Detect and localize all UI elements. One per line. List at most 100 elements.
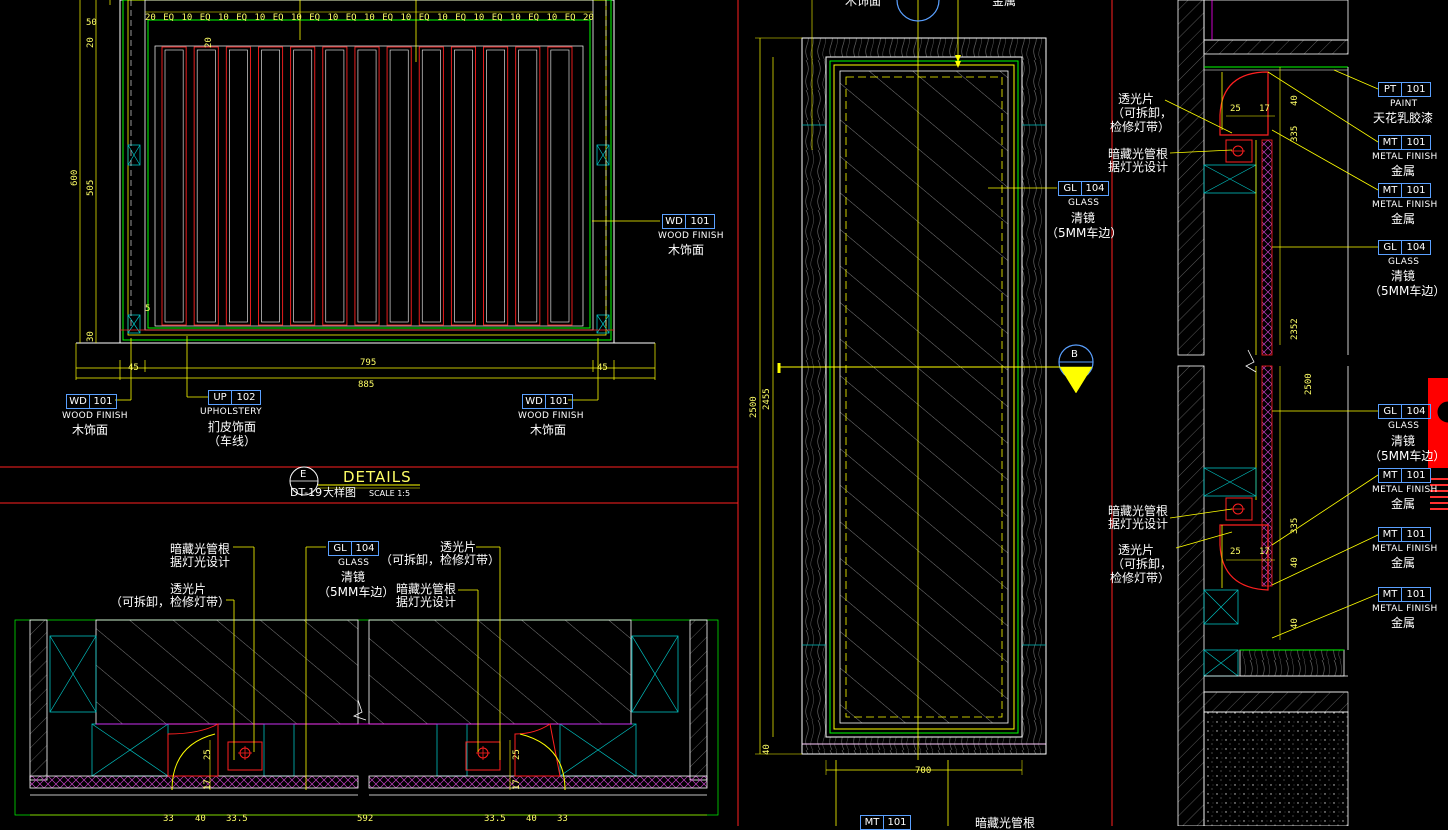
tag-gl-r2-code: GL [1378,404,1402,419]
rs-note-light-1: 暗藏光管根 [1108,147,1169,161]
dim-600: 600 [70,169,80,186]
tag-mt-r5-num: 101 [1401,587,1431,602]
tag-wd-right-code: WD [522,394,546,409]
tag-mt-r2-cn: 金属 [1391,212,1416,226]
red-title-block-fragment [1428,378,1448,510]
upholstery-slat [483,46,509,326]
tag-mt-r2-num: 101 [1401,183,1431,198]
top-dim-label: 10 [400,13,412,23]
top-dim-label: 20 [145,13,156,23]
rs-dim-17b: 17 [1259,547,1270,557]
note-light-tube-1b: 暗藏光管根 [396,582,457,596]
top-dim-label: EQ [382,13,394,23]
section-marker-letter: E [300,469,307,480]
tag-wd-left-num: 101 [89,394,117,409]
top-dim-label: EQ [418,13,430,23]
section-name-cn: 大样图 [323,486,356,499]
upholstery-slat [161,46,187,326]
upholstery-slats [161,46,573,326]
top-dim-label: 10 [364,13,375,23]
right-vertical-section [1177,0,1349,826]
bottom-left-plan-section [14,619,719,816]
bp-dim-40b: 40 [526,814,537,824]
tag-gl-r2-cn: 清镜 [1391,434,1416,448]
tag-mt-r5-cn: 金属 [1391,616,1416,630]
bp-dim-33b: 33 [557,814,568,824]
tag-mt-r5-code: MT [1378,587,1402,602]
tag-mt-r4-code: MT [1378,527,1402,542]
rs-dim-25a: 25 [1230,104,1241,114]
upholstery-slat-inner [518,49,538,323]
top-dim-label: EQ [491,13,503,23]
top-arrows [955,55,961,68]
tag-pt-cn: 天花乳胶漆 [1373,111,1434,125]
top-dim-label: EQ [455,13,467,23]
tag-wd-side-num: 101 [685,214,715,229]
tag-mt-r1-cn: 金属 [1391,164,1416,178]
bp-dim-17a: 17 [203,779,213,790]
note-bottom-cut: 暗藏光管根 [975,816,1036,830]
top-dim-label: 10 [291,13,302,23]
dim-20a: 20 [86,37,96,48]
tag-mt-r5-en: METAL FINISH [1372,604,1438,614]
ce-dim-40: 40 [762,744,772,755]
upholstery-slat-inner [325,49,345,323]
note-diffuser-1b: 透光片 [440,540,477,554]
tag-gl-bottom-code: GL [328,541,352,556]
rs-dim-2500: 2500 [1304,373,1314,395]
top-dim-label: 10 [546,13,558,23]
upholstery-slat-inner [357,49,377,323]
tag-gl-bottom-num: 104 [351,541,379,556]
upholstery-slat-inner [293,49,313,323]
tag-wd-side-en: WOOD FINISH [658,231,724,241]
rs-note-light-2: 据灯光设计 [1108,160,1169,174]
upholstery-slat [258,46,284,326]
upholstery-slat-inner [261,49,280,323]
tag-gl-r2-note: （5MM车边） [1369,449,1446,463]
note-light-tube-1a: 暗藏光管根 [170,542,231,556]
tag-wd-right-num: 101 [545,394,573,409]
upholstery-slat-inner [421,49,441,323]
top-dim-label: EQ [345,13,357,23]
upholstery-slat [354,46,380,326]
right-side-leaders [1164,69,1379,639]
rs-dim-17a: 17 [1259,104,1270,114]
ce-dim-2500: 2500 [749,396,759,418]
rs-note-light-1b: 暗藏光管根 [1108,504,1169,518]
section-sheet-ref: DT-19 [290,486,323,499]
top-dim-label: 10 [181,13,193,23]
note-diffuser-inline-a: （可拆卸，检修灯带） [110,595,231,609]
top-dim-label: 10 [254,13,266,23]
rs-dim-25b: 25 [1230,547,1241,557]
tag-mt-r1-code: MT [1378,135,1402,150]
callout-marker-b [1040,344,1094,394]
top-dim-label: EQ [163,13,175,23]
top-left-dimension-lines [75,0,656,380]
bp-dim-335b: 33.5 [484,814,506,824]
tag-gl-center-note: （5MM车边） [1046,226,1123,240]
top-dim-label: 10 [218,13,229,23]
top-dim-label: 10 [327,13,339,23]
section-title: DETAILS [343,468,412,486]
tag-up-num: 102 [231,390,261,405]
tag-mt-bottom-code: MT [860,815,884,830]
rs-note-diffuser-2: （可拆卸， [1112,106,1173,120]
upholstery-slat-inner [389,49,409,323]
note-diffuser-1a: 透光片 [170,582,207,596]
tag-gl-r1-num: 104 [1401,240,1431,255]
top-left-leaders [115,0,660,401]
tag-gl-bottom-cn: 清镜 [341,570,366,584]
tag-up-cn: 扪皮饰面 [208,420,257,434]
tag-gl-bottom-en: GLASS [338,558,370,568]
bp-dim-40a: 40 [195,814,206,824]
bp-dim-17b: 17 [512,779,522,790]
dim-885: 885 [358,380,375,390]
dim-505: 505 [86,179,96,196]
upholstery-slat [193,46,219,326]
upholstery-slat-inner [229,49,248,323]
note-light-tube-2a: 据灯光设计 [170,555,231,569]
dim-5: 5 [145,304,151,314]
tag-pt-num: 101 [1401,82,1431,97]
tag-wd-left-cn: 木饰面 [72,423,109,437]
